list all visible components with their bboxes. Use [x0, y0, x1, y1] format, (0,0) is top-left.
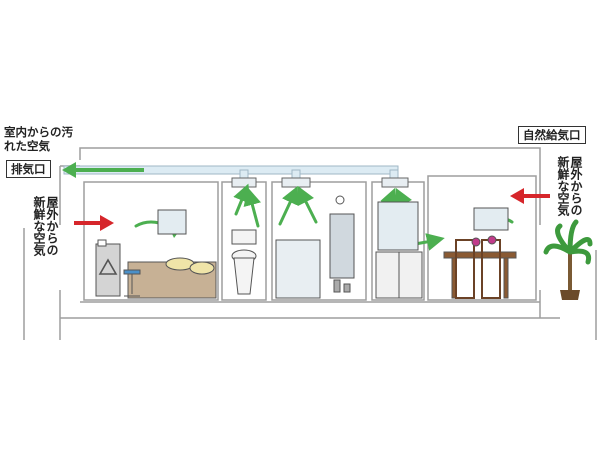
toilet	[231, 229, 257, 295]
dining-furniture	[443, 207, 517, 299]
exhaust-duct	[63, 165, 409, 188]
fresh-air-arrow-right	[510, 188, 550, 204]
vanity	[375, 201, 423, 299]
potted-plant	[543, 219, 593, 300]
fresh-air-left-label: 屋外からの新鮮な空気	[32, 196, 59, 256]
airflow-arrows	[134, 183, 514, 251]
fresh-air-arrow-left	[74, 215, 114, 231]
exhaust-arrow	[62, 162, 144, 178]
bathtub	[275, 195, 355, 299]
exhaust-port-label: 排気口	[6, 160, 51, 178]
dirty-air-label: 室内からの汚れた空気	[4, 125, 73, 153]
bedroom-furniture	[95, 209, 217, 299]
fresh-air-right-label: 屋外からの新鮮な空気	[556, 156, 583, 216]
natural-inlet-label: 自然給気口	[518, 126, 586, 144]
